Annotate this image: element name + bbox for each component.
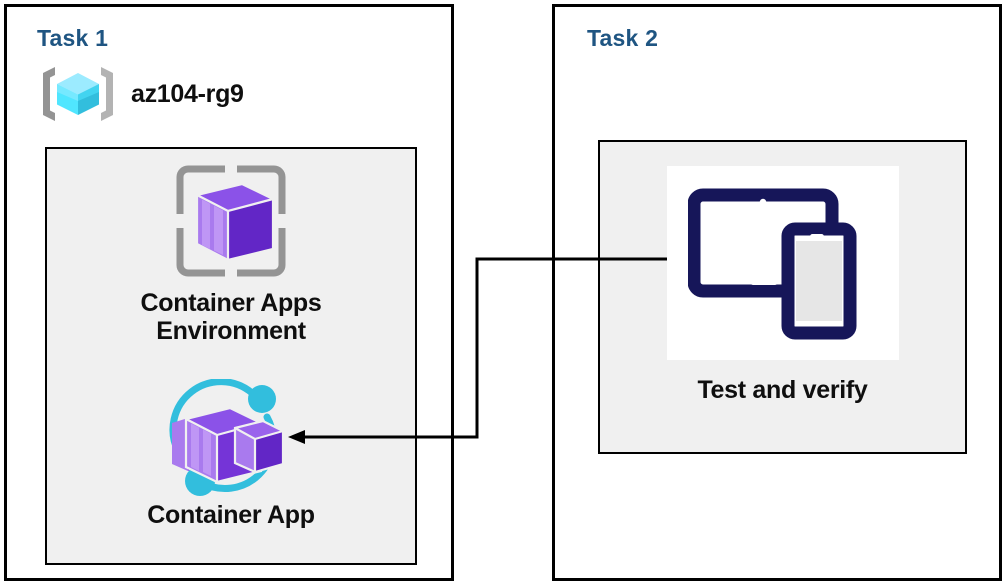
test-devices-icon	[687, 183, 878, 343]
container-app-label: Container App	[147, 501, 315, 529]
resource-group-label: az104-rg9	[131, 79, 244, 108]
test-devices-icon-backdrop	[666, 166, 899, 360]
resource-group-row: az104-rg9	[39, 63, 244, 125]
test-and-verify-item: Test and verify	[598, 166, 967, 404]
test-and-verify-label: Test and verify	[697, 376, 868, 404]
container-app-icon	[155, 378, 307, 497]
task-1-panel: Task 1 a	[4, 4, 454, 581]
resource-group-icon	[39, 63, 117, 125]
task-2-title: Task 2	[587, 25, 659, 51]
task-1-title: Task 1	[37, 25, 109, 51]
container-apps-environment-item: Container Apps Environment	[45, 159, 417, 345]
container-app-item: Container App	[45, 378, 417, 529]
container-apps-environment-label: Container Apps Environment	[140, 289, 322, 345]
container-apps-environment-icon	[166, 159, 296, 283]
